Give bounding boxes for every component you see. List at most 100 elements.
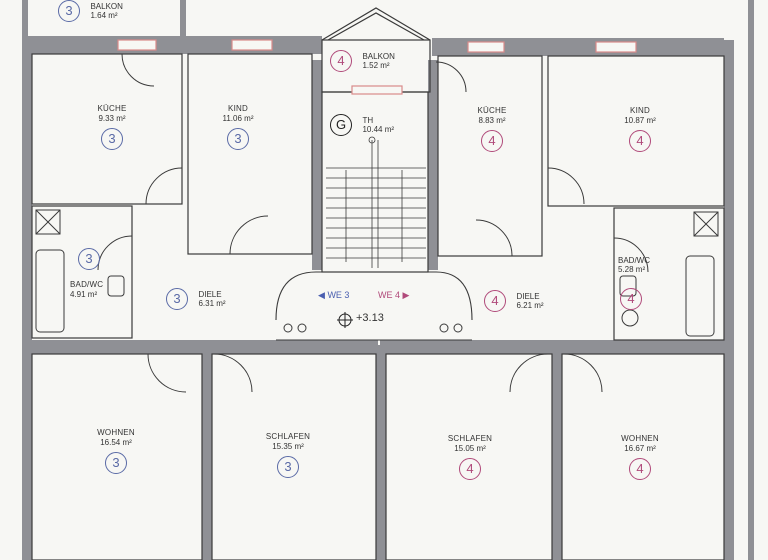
schlafen-3-outline xyxy=(211,353,377,560)
window-kind-3 xyxy=(231,39,273,51)
bathtub-3 xyxy=(35,249,65,333)
unit-badge: 3 xyxy=(101,128,123,150)
door-wohnen-3 xyxy=(147,353,187,393)
unit-badge: 4 xyxy=(629,458,651,480)
sink-4 xyxy=(621,309,639,327)
bad-4-outline xyxy=(613,207,725,341)
room-text: TH 10.44 m² xyxy=(362,116,394,134)
door-bad-4 xyxy=(613,237,649,273)
door-bad-3 xyxy=(97,235,133,271)
we3-marker: ◀ WE 3 xyxy=(318,290,349,301)
room-name: KIND xyxy=(630,106,650,115)
room-name: DIELE xyxy=(516,292,540,301)
room-name: SCHLAFEN xyxy=(447,434,493,443)
door-wohnen-4 xyxy=(563,353,603,393)
shaft-cross xyxy=(35,209,61,235)
we4-label: WE 4 xyxy=(378,290,401,300)
stair-newel xyxy=(368,136,376,144)
partition-b xyxy=(376,345,386,560)
room-balkon-top-left: 3 BALKON 1.64 m² xyxy=(58,0,123,22)
north-wall-left xyxy=(22,36,322,54)
room-area: 6.21 m² xyxy=(516,301,544,310)
room-name: KIND xyxy=(228,104,248,113)
we3-label: WE 3 xyxy=(327,290,350,300)
stair-wall-right xyxy=(428,60,438,270)
room-bad-4: BAD/WC 5.28 m² 4 xyxy=(618,256,650,310)
top-left-balcony-wall xyxy=(22,0,28,40)
gable-roof-inner xyxy=(327,12,425,41)
door-kueche-3 xyxy=(145,167,183,205)
room-balkon-center: 4 BALKON 1.52 m² xyxy=(330,50,395,72)
west-wall xyxy=(22,36,32,560)
unit-badge: 3 xyxy=(58,0,80,22)
kueche-4-outline xyxy=(437,55,543,257)
window-kueche-4 xyxy=(467,41,505,53)
shaft-cross xyxy=(693,211,719,237)
unit-badge: 3 xyxy=(166,288,188,310)
wohnen-3-outline xyxy=(31,353,203,560)
level-marker: +3.13 xyxy=(356,312,384,324)
staircase xyxy=(326,136,426,268)
room-text: BALKON 1.64 m² xyxy=(90,2,122,20)
room-wohnen-3: WOHNEN 16.54 m² 3 xyxy=(56,428,176,474)
kind-3-outline xyxy=(187,53,313,255)
shaft-3 xyxy=(35,209,61,235)
room-area: 9.33 m² xyxy=(98,114,126,123)
room-text: BALKON 1.52 m² xyxy=(362,52,394,70)
room-name: BALKON xyxy=(362,52,395,61)
partition-a xyxy=(202,345,212,560)
unit-badge: 3 xyxy=(227,128,249,150)
window-kind-4 xyxy=(595,41,637,53)
room-diele-4: 4 DIELE 6.21 m² xyxy=(484,290,544,312)
room-area: 10.44 m² xyxy=(362,125,395,134)
walls xyxy=(22,0,754,560)
bathtub-4 xyxy=(685,255,715,337)
door-balcony-center xyxy=(435,61,467,93)
landing xyxy=(275,271,473,341)
east-wall xyxy=(724,40,734,560)
room-name: KÜCHE xyxy=(477,106,507,115)
wohnen-4-outline xyxy=(561,353,725,560)
windows xyxy=(117,39,637,95)
unit-badge: 4 xyxy=(629,130,651,152)
room-wohnen-4: WOHNEN 16.67 m² 4 xyxy=(580,434,700,480)
room-kind-4: KIND 10.87 m² 4 xyxy=(580,106,700,152)
room-area: 1.64 m² xyxy=(90,11,118,20)
unit-badge: G xyxy=(330,114,352,136)
schlafen-4-outline xyxy=(385,353,553,560)
room-area: 16.54 m² xyxy=(100,438,132,447)
door-kind-3 xyxy=(229,215,269,255)
room-kueche-3: KÜCHE 9.33 m² 3 xyxy=(52,104,172,150)
fixtures xyxy=(35,209,719,337)
unit-badge: 4 xyxy=(459,458,481,480)
bad-3-outline xyxy=(31,205,133,339)
north-wall-right xyxy=(432,38,724,56)
door-kueche-4 xyxy=(475,219,513,257)
room-name: BAD/WC xyxy=(70,280,104,289)
we4-marker: WE 4 ▶ xyxy=(378,290,409,301)
kueche-3-outline xyxy=(31,53,183,205)
unit-badge: 4 xyxy=(330,50,352,72)
room-kueche-4: KÜCHE 8.83 m² 4 xyxy=(432,106,552,152)
meter-2 xyxy=(297,323,307,333)
window-balcony xyxy=(351,85,403,95)
mid-wall-left xyxy=(22,340,378,354)
room-area: 6.31 m² xyxy=(198,299,226,308)
room-th: G TH 10.44 m² xyxy=(330,114,394,136)
room-area: 15.05 m² xyxy=(454,444,486,453)
door-balcony-top-left xyxy=(121,53,155,87)
room-name: WOHNEN xyxy=(97,428,135,437)
room-text: DIELE 6.21 m² xyxy=(516,292,543,310)
top-left-balcony-post xyxy=(180,0,186,38)
gable-roof xyxy=(321,7,431,41)
chevron-right-icon: ▶ xyxy=(402,290,410,300)
room-schlafen-3: SCHLAFEN 15.35 m² 3 xyxy=(228,432,348,478)
room-area: 1.52 m² xyxy=(362,61,390,70)
door-schlafen-3 xyxy=(213,353,253,393)
room-name: BALKON xyxy=(90,2,123,11)
landing-curve xyxy=(275,271,473,321)
unit-badge: 4 xyxy=(484,290,506,312)
room-name: WOHNEN xyxy=(621,434,659,443)
room-area: 5.28 m² xyxy=(618,265,646,274)
